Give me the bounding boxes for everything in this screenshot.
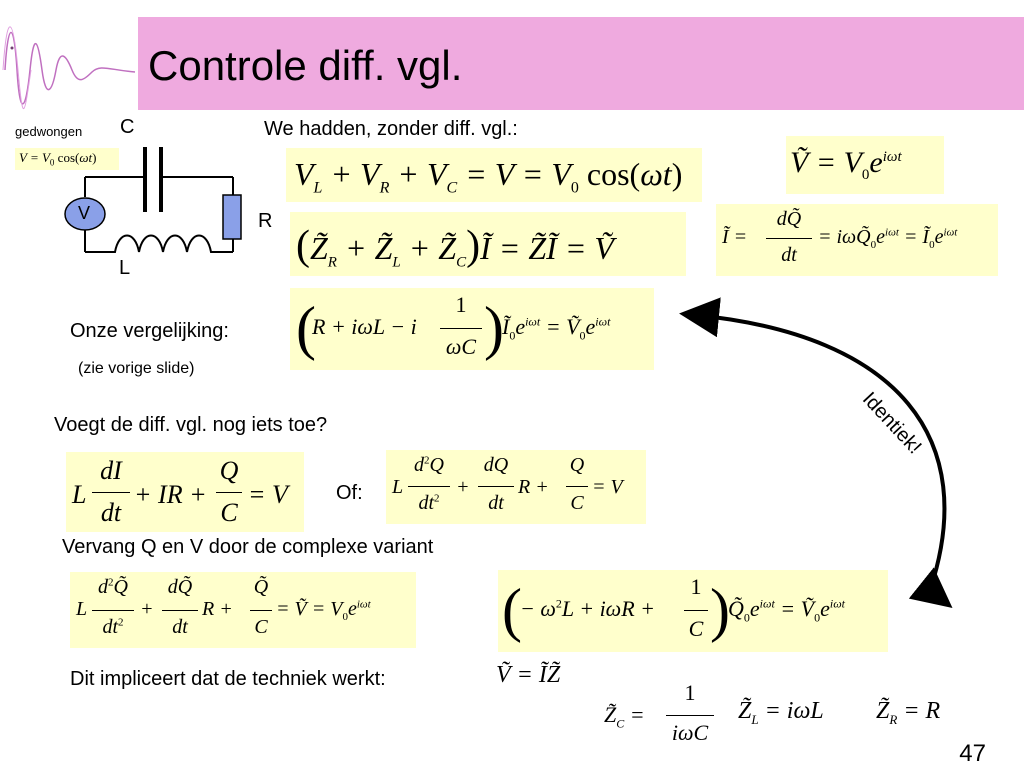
eq-dcx-L: L bbox=[76, 598, 88, 620]
eq-dq-bar3 bbox=[566, 486, 588, 487]
title-bar bbox=[138, 17, 1024, 110]
arrow-to-our-equation bbox=[679, 297, 947, 591]
eq-dq-end: = V bbox=[592, 476, 623, 498]
resistor-shape bbox=[222, 194, 242, 240]
or-text: Of: bbox=[336, 482, 363, 504]
eq-dcx-num2: dQ̃ bbox=[167, 576, 193, 598]
eq-current-fraction-num: dQ̃ bbox=[776, 208, 802, 230]
eq-dq-plus1: + bbox=[456, 476, 470, 498]
eq-dcx-den2: dt bbox=[172, 616, 188, 638]
eq-dq-den2: dt bbox=[488, 492, 504, 514]
inductor-coil bbox=[85, 234, 233, 253]
eq-diff-complex-box: L d2Q̃ dt2 + dQ̃ dt R + Q̃ C = Ṽ = V0ei… bbox=[70, 572, 416, 648]
eq-dcx-bar2 bbox=[162, 610, 198, 611]
eq-res-part2: Q̃0eiωt = Ṽ0eiωt bbox=[728, 596, 845, 625]
resistor-label: R bbox=[258, 210, 273, 232]
eq-ours-box: ( R + iωL − i 1 ωC ) Ĩ0eiωt = Ṽ0eiωt bbox=[290, 288, 654, 370]
eq-zc-bar bbox=[666, 715, 714, 716]
eq-dq-num: d2Q bbox=[414, 454, 444, 476]
eq-res-part1: − ω2L + iωR + bbox=[520, 596, 656, 621]
eq-dc-mid: + IR + bbox=[134, 480, 207, 509]
eq-dc-num: dI bbox=[100, 456, 122, 485]
inductor-label: L bbox=[119, 257, 131, 279]
eq-dcx-end: = Ṽ = V0eiωt bbox=[276, 598, 371, 623]
eq-dcx-bar bbox=[92, 610, 134, 611]
eq-ours-frac-bar bbox=[440, 328, 482, 329]
eq-complex-v: Ṽ = V0eiωt bbox=[790, 146, 902, 183]
eq-current-fraction-bar bbox=[766, 238, 812, 239]
eq-dq-bar bbox=[408, 486, 450, 487]
eq-dcx-den3: C bbox=[254, 616, 268, 638]
eq-zc-num: 1 bbox=[684, 680, 696, 705]
forced-equation-box: V = V0 cos(ωt) bbox=[15, 148, 119, 170]
eq-dcx-num3: Q̃ bbox=[253, 576, 269, 598]
eq-dc-den: dt bbox=[100, 498, 122, 527]
eq-ours-frac-num: 1 bbox=[455, 292, 467, 317]
eq-impedance-sum-box: (Z̃R + Z̃L + Z̃C)Ĩ = Z̃Ĩ = Ṽ bbox=[290, 212, 686, 276]
arrow-to-result bbox=[908, 567, 953, 608]
eq-diff-charge-box: L d2Q dt2 + dQ dt R + Q C = V bbox=[386, 450, 646, 524]
implies-text: Dit impliceert dat de techniek werkt: bbox=[70, 668, 386, 690]
eq-res-frac-num: 1 bbox=[690, 574, 702, 599]
eq-res-frac-bar bbox=[684, 610, 708, 611]
eq-dcx-plus1: + bbox=[140, 598, 154, 620]
eq-zc-den: iωC bbox=[671, 720, 709, 745]
eq-current-fraction-den: dt bbox=[781, 244, 797, 266]
forced-equation: V = V0 cos(ωt) bbox=[19, 150, 97, 168]
eq-dq-num2: dQ bbox=[483, 454, 509, 476]
eq-res-paren-right: ) bbox=[710, 577, 730, 643]
eq-zc: Z̃C = 1 iωC bbox=[604, 680, 724, 750]
eq-ours-part2: Ĩ0eiωt = Ṽ0eiωt bbox=[502, 314, 611, 343]
eq-dc-end: = V bbox=[248, 480, 288, 509]
replace-text: Vervang Q en V door de complexe variant bbox=[62, 536, 434, 558]
eq-dcx-mid: R + bbox=[202, 598, 233, 620]
eq-current-left: Ĩ = bbox=[722, 226, 748, 248]
adds-something-text: Voegt de diff. vgl. nog iets toe? bbox=[54, 414, 328, 436]
see-previous-text: (zie vorige slide) bbox=[78, 360, 195, 377]
our-equation-text: Onze vergelijking: bbox=[70, 320, 229, 342]
eq-dq-den3: C bbox=[570, 492, 584, 514]
eq-v-iz: Ṽ = ĨZ̃ bbox=[496, 662, 561, 688]
capacitor-label: C bbox=[120, 116, 135, 138]
eq-result-box: ( − ω2L + iωR + 1 C ) Q̃0eiωt = Ṽ0eiωt bbox=[498, 570, 888, 652]
eq-impedance-sum: (Z̃R + Z̃L + Z̃C)Ĩ = Z̃Ĩ = Ṽ bbox=[296, 223, 614, 271]
eq-dcx-num: d2Q̃ bbox=[98, 576, 128, 598]
eq-zc-left: Z̃C = bbox=[604, 702, 645, 731]
eq-sum-voltage-box: VL + VR + VC = V = V0 cos(ωt) bbox=[286, 148, 702, 202]
forced-label: gedwongen bbox=[15, 124, 83, 139]
eq-ours-paren-left: ( bbox=[296, 295, 316, 361]
eq-dc-L: L bbox=[72, 480, 87, 509]
eq-res-frac-den: C bbox=[688, 616, 704, 641]
eq-dc-q-num: Q bbox=[219, 456, 239, 485]
eq-dq-num3: Q bbox=[569, 454, 585, 476]
eq-dq-bar2 bbox=[478, 486, 514, 487]
slide-title: Controle diff. vgl. bbox=[148, 42, 463, 89]
eq-zl: Z̃L = iωL bbox=[738, 698, 824, 727]
eq-dcx-bar3 bbox=[250, 610, 272, 611]
slide-number: 47 bbox=[959, 740, 986, 767]
source-label: V bbox=[78, 203, 91, 223]
eq-dc-bar bbox=[92, 492, 130, 493]
identical-arrow bbox=[679, 297, 953, 608]
rlc-circuit-diagram bbox=[64, 147, 242, 253]
eq-current-box: Ĩ = dQ̃ dt = iωQ̃0eiωt = Ĩ0eiωt bbox=[716, 204, 998, 276]
eq-sum-voltage: VL + VR + VC = V = V0 cos(ωt) bbox=[294, 156, 683, 197]
eq-dc-q-bar bbox=[216, 492, 242, 493]
eq-dq-mid: R + bbox=[518, 476, 549, 498]
eq-zr: Z̃R = R bbox=[876, 698, 941, 727]
eq-dc-q-den: C bbox=[220, 498, 238, 527]
eq-ours-frac-den: ωC bbox=[445, 334, 477, 359]
eq-dq-L: L bbox=[392, 476, 404, 498]
we-had-text: We hadden, zonder diff. vgl.: bbox=[264, 118, 518, 140]
eq-ours-paren-right: ) bbox=[484, 295, 504, 361]
eq-ours-part1: R + iωL − i bbox=[312, 314, 417, 339]
eq-dq-den: dt2 bbox=[418, 492, 440, 514]
eq-current-right: = iωQ̃0eiωt = Ĩ0eiωt bbox=[818, 226, 958, 251]
eq-diff-current-box: L dI dt + IR + Q C = V bbox=[66, 452, 304, 532]
voltage-source-shape bbox=[64, 197, 106, 231]
eq-res-paren-left: ( bbox=[502, 577, 522, 643]
eq-complex-v-box: Ṽ = V0eiωt bbox=[786, 136, 944, 194]
eq-dcx-den: dt2 bbox=[102, 616, 124, 638]
damped-wave-decoration bbox=[2, 26, 136, 110]
